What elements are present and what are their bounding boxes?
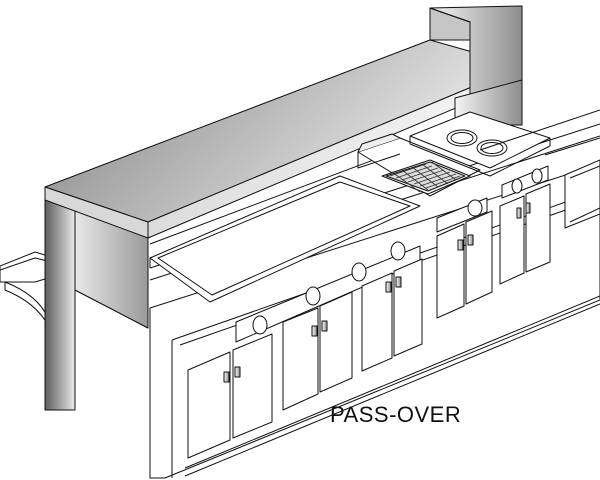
control-panel-strip: [235, 165, 549, 343]
door-handle: [467, 234, 474, 246]
burner-right: [476, 139, 508, 157]
door-handle: [457, 239, 464, 251]
diagram-caption: PASS-OVER: [330, 402, 462, 427]
cabinet-door: [393, 258, 423, 357]
door-handle: [311, 325, 318, 337]
right-extension-counter: [479, 109, 600, 229]
door-handle: [234, 366, 241, 378]
knob-2: [305, 286, 321, 306]
door-handle: [385, 281, 392, 293]
griddle-surface: [149, 149, 421, 303]
hot-plate-unit: [409, 111, 551, 177]
door-handle: [516, 207, 522, 219]
left-support-post: [44, 189, 149, 411]
door-handles: [223, 202, 531, 383]
cabinet-door: [319, 291, 353, 393]
cabinet-door: [525, 183, 551, 273]
cabinet-door: [282, 307, 319, 411]
door-handle: [321, 320, 328, 332]
door-handle: [223, 371, 230, 383]
door-handle: [395, 276, 402, 288]
cabinet-door: [187, 351, 231, 459]
fryer-well: [357, 133, 481, 197]
knob-3: [351, 262, 367, 282]
cabinet-door: [436, 223, 465, 319]
cabinet-door: [465, 210, 493, 305]
pass-over-shelf: [44, 39, 523, 239]
knob-4: [390, 241, 406, 261]
knob-7: [531, 168, 543, 184]
door-handle: [525, 202, 531, 214]
burner-left: [446, 129, 478, 147]
cabinet-door: [232, 333, 273, 439]
knob-6: [511, 178, 523, 194]
cabinet-door: [361, 272, 393, 372]
knob-5: [467, 199, 483, 217]
knob-1: [252, 315, 268, 335]
